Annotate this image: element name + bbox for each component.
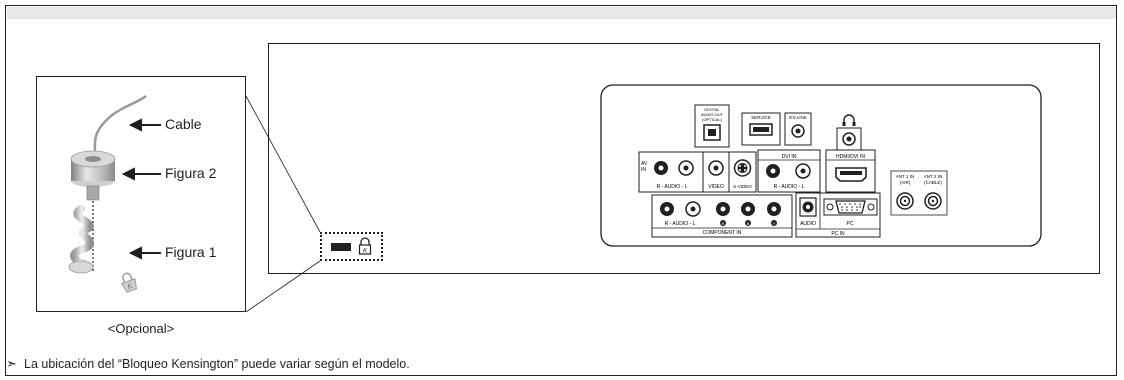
lock-body-cap xyxy=(85,156,101,162)
s-video-pin-3 xyxy=(739,169,741,171)
exlink-label: EX-LINK xyxy=(789,115,807,120)
y-badge xyxy=(771,220,777,226)
lock-loop xyxy=(68,260,94,274)
headphone-icon xyxy=(843,114,855,123)
ant2-jack-pin xyxy=(931,199,935,203)
av-label-1: AV xyxy=(641,161,648,167)
pc-audio-label: AUDIO xyxy=(800,221,816,227)
arrow-head-figure1 xyxy=(128,246,142,260)
component-pb-jack-inner xyxy=(745,206,751,212)
vga-screw-right xyxy=(867,203,875,211)
component-y-jack-inner xyxy=(771,206,777,212)
kensington-lock-icon: K xyxy=(358,237,372,255)
kensington-lock-inset: K Cable Figura 2 Figura 1 xyxy=(36,76,246,312)
service-label: SERVICE xyxy=(751,115,771,120)
ant2-label-2: (CABLE) xyxy=(924,180,942,185)
video-jack-inner xyxy=(713,165,719,171)
av-label-2: IN xyxy=(641,167,646,173)
vga-pins xyxy=(839,203,861,211)
hdmi-label: HDMI/DVI IN xyxy=(836,154,865,160)
headphone-icon-right xyxy=(852,122,856,126)
pc-in-label: PC IN xyxy=(831,231,845,237)
ant2-label-1: ANT 2 IN xyxy=(924,174,942,179)
lock-cable-coil xyxy=(70,205,94,267)
pb-badge xyxy=(745,220,751,226)
dvi-audio-r-jack-inner xyxy=(770,168,776,174)
video-label: VIDEO xyxy=(708,184,724,190)
ant1-jack-pin xyxy=(903,199,907,203)
s-video-pin-1 xyxy=(739,165,741,167)
callout-arrows xyxy=(121,118,161,260)
note-arrow-icon: ➣ xyxy=(6,356,17,371)
s-video-label: S-VIDEO xyxy=(733,184,752,189)
pr-label: R xyxy=(722,221,725,226)
headphone-jack-inner xyxy=(846,136,852,142)
dvi-audio-label: R - AUDIO - L xyxy=(774,184,805,190)
component-in-box xyxy=(651,194,793,238)
callout-line-top xyxy=(245,95,321,233)
av-audio-r-jack-inner xyxy=(658,165,664,171)
ant1-label-2: (AIR) xyxy=(900,180,911,185)
svg-text:K: K xyxy=(126,281,135,292)
vga-screw-left xyxy=(826,203,834,211)
kensington-slot xyxy=(331,243,351,251)
label-figure-2: Figura 2 xyxy=(165,165,217,181)
label-figure-1: Figura 1 xyxy=(165,244,217,260)
av-audio-l-jack-inner xyxy=(683,165,689,171)
arrow-head-figure2 xyxy=(121,167,135,181)
callout-line-bottom xyxy=(245,260,321,313)
optical-label-3: (OPTICAL) xyxy=(702,117,722,122)
kensington-slot-highlight: K xyxy=(320,232,383,261)
hdmi-port-inner xyxy=(840,171,862,175)
component-pr-jack-inner xyxy=(720,206,726,212)
component-in-label: COMPONENT IN xyxy=(703,230,742,236)
service-port-inner xyxy=(753,127,769,132)
header-band xyxy=(6,6,1116,19)
pc-audio-jack-inner xyxy=(806,205,810,209)
cable-wire xyxy=(93,94,147,152)
svg-text:K: K xyxy=(363,248,368,255)
dvi-in-label: DVI IN xyxy=(782,154,797,160)
antenna-box xyxy=(890,170,948,216)
ant1-label-1: ANT 1 IN xyxy=(896,174,914,179)
optical-label-2: AUDIO OUT xyxy=(701,112,724,117)
s-video-pin-2 xyxy=(744,165,746,167)
headphone-icon-left xyxy=(842,122,846,126)
optical-label-1: DIGITAL xyxy=(704,107,720,112)
label-cable: Cable xyxy=(165,116,202,132)
exlink-jack-inner xyxy=(795,128,801,134)
pb-label: B xyxy=(747,221,750,226)
s-video-pin-4 xyxy=(744,169,746,171)
arrow-head-cable xyxy=(128,118,142,132)
av-audio-label: R - AUDIO - L xyxy=(657,184,688,190)
kensington-lock-illustration: K xyxy=(68,94,161,293)
pc-vga-label: PC xyxy=(847,221,854,227)
optical-port-inner xyxy=(708,129,716,136)
s-video-jack-inner xyxy=(737,163,748,173)
pr-badge xyxy=(720,220,726,226)
model-note: La ubicación del “Bloqueo Kensington” pu… xyxy=(24,357,410,371)
outer-frame xyxy=(5,5,1117,376)
small-kensington-icon: K xyxy=(120,272,137,293)
component-audio-l-jack-inner xyxy=(690,206,696,212)
y-label: Y xyxy=(773,221,776,226)
component-audio-r-jack-inner xyxy=(664,206,670,212)
lock-neck xyxy=(86,185,100,201)
component-audio-label: R - AUDIO - L xyxy=(665,221,696,227)
dvi-audio-l-jack-inner xyxy=(800,168,806,174)
optional-caption: <Opcional> xyxy=(107,321,175,336)
